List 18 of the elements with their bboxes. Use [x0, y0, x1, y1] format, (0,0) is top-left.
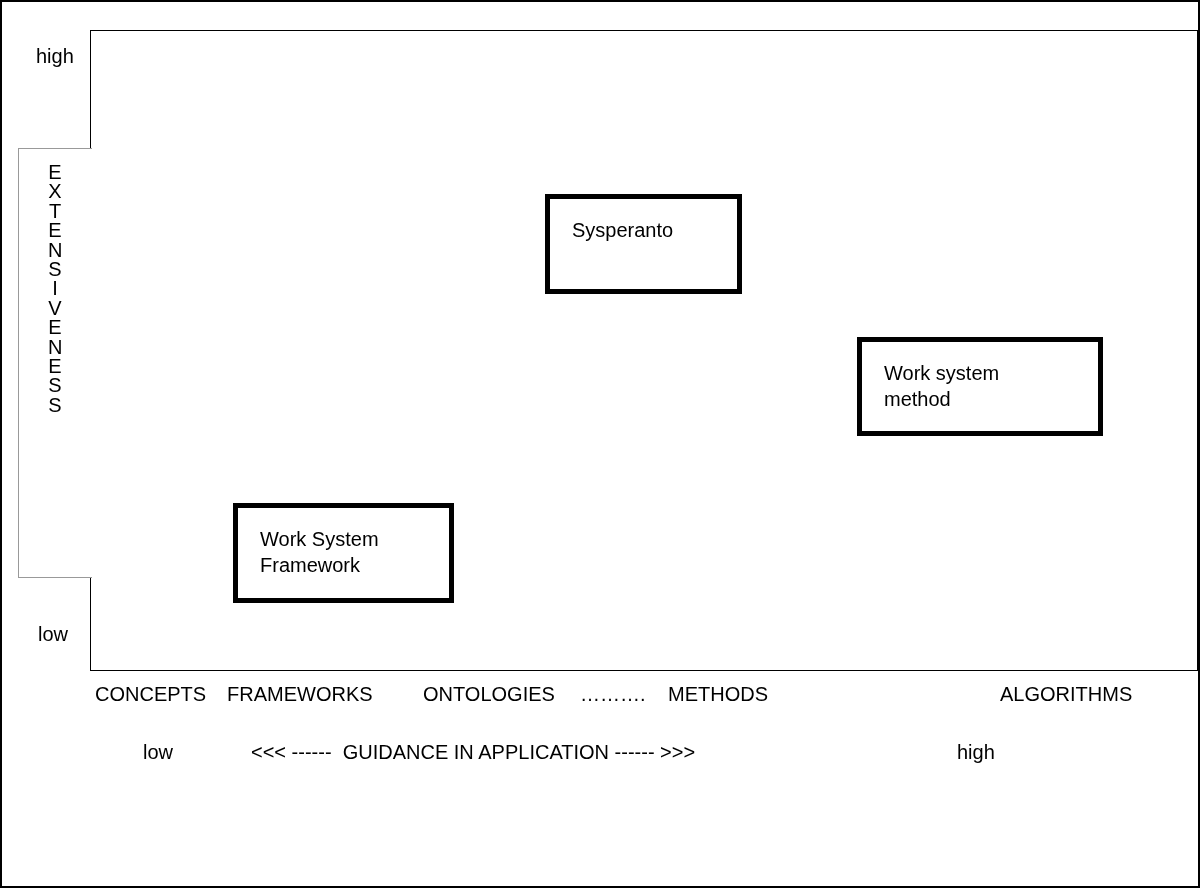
- item-box: [233, 503, 454, 603]
- axis-title: EXTENSIVENESS: [48, 163, 62, 416]
- ellipsis-text: ……….: [580, 682, 646, 706]
- item-label: Work system method: [884, 361, 1001, 412]
- item-box: [545, 194, 742, 294]
- axis-end-label: low: [38, 622, 68, 646]
- scale-category: CONCEPTS: [95, 682, 207, 706]
- item-label: Sysperanto: [572, 218, 675, 243]
- scale-category: METHODS: [668, 682, 768, 706]
- scale-category: ALGORITHMS: [1000, 682, 1133, 706]
- scale-category: ONTOLOGIES: [423, 682, 555, 706]
- item-label: Work System Framework: [260, 527, 380, 578]
- axis-end-label: high: [36, 44, 74, 68]
- item-box: [857, 337, 1103, 436]
- axis-end-label: low: [143, 740, 173, 764]
- scale-category: FRAMEWORKS: [227, 682, 373, 706]
- axis-end-label: high: [957, 740, 995, 764]
- axis-title: <<< ------ GUIDANCE IN APPLICATION ------ >>>: [251, 740, 696, 764]
